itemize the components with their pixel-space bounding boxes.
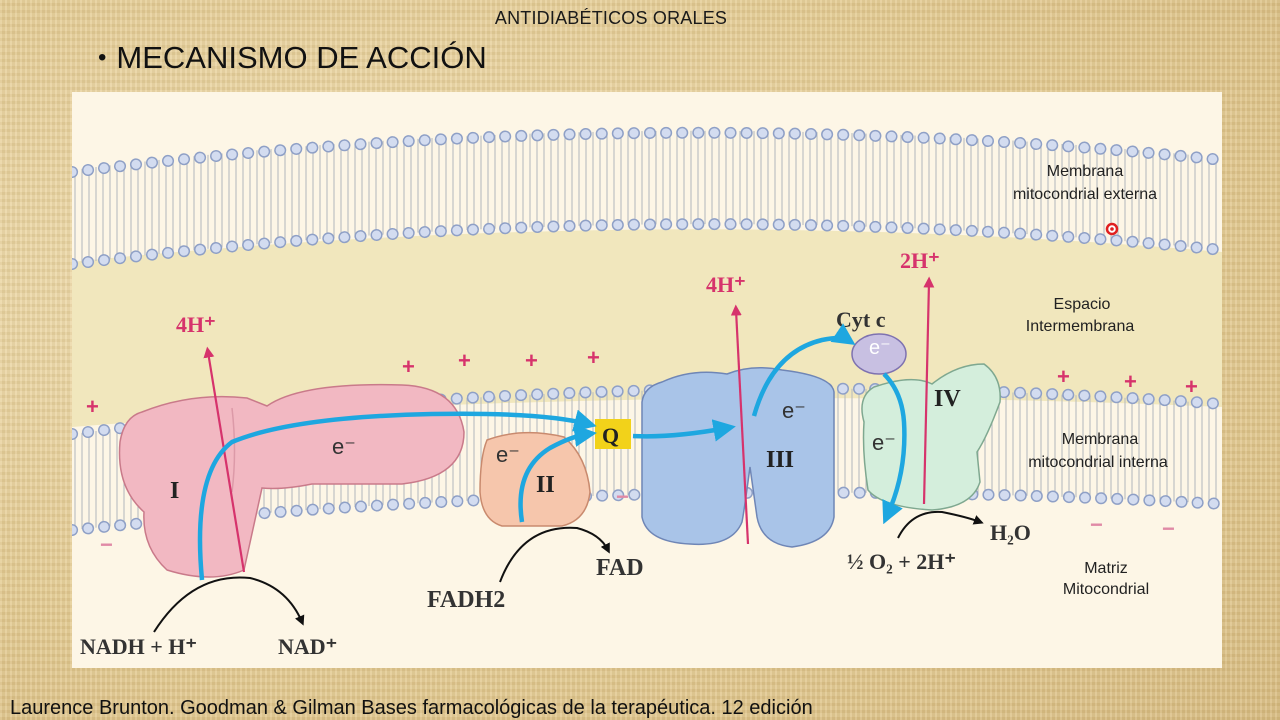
complex-IV-label: IV (934, 386, 961, 412)
oxygen-label: ½ O₂ + 2H⁺ (847, 549, 956, 574)
plus-charge: + (1124, 369, 1137, 394)
electron-label-3: e⁻ (782, 398, 806, 423)
plus-charge: + (1185, 374, 1198, 399)
bullet-text: MECANISMO DE ACCIÓN (116, 40, 487, 75)
minus-charge: − (1162, 516, 1175, 541)
plus-charge: + (587, 345, 600, 370)
water-label: H₂O (990, 520, 1031, 545)
electron-label-1: e⁻ (332, 434, 356, 459)
ubiquinone-box (595, 419, 631, 449)
plus-charge: + (402, 354, 415, 379)
proton-label-complex-I: 4H⁺ (176, 312, 216, 337)
plus-charge: + (86, 394, 99, 419)
intermembrane-label-1: Espacio (1054, 296, 1111, 313)
slide-title: ANTIDIABÉTICOS ORALES (494, 8, 728, 28)
complex-II-label: II (536, 472, 555, 498)
proton-arrow-complex-IV (922, 276, 935, 505)
electron-label-5: e⁻ (872, 430, 896, 455)
matrix-label-2: Mitocondrial (1063, 581, 1149, 598)
cytochrome-c-label: Cyt c (836, 307, 886, 332)
bullet-dot-icon: • (98, 44, 107, 71)
inner-membrane-label-1: Membrana (1062, 431, 1139, 448)
reaction-arc-nadh (153, 576, 305, 633)
intermembrane-region (72, 229, 1222, 427)
electron-path-Q-to-III (632, 419, 736, 442)
plus-charge: + (525, 348, 538, 373)
complex-II (479, 431, 591, 527)
proton-label-complex-IV: 2H⁺ (900, 248, 940, 273)
reaction-arc-oxygen (897, 510, 984, 539)
electron-label-2: e⁻ (496, 442, 520, 467)
minus-charge: − (100, 532, 113, 557)
inner-membrane-label-2: mitocondrial interna (1028, 454, 1168, 471)
complex-I-label: I (170, 478, 179, 504)
reaction-arc-fadh2 (499, 526, 610, 583)
bullet-heading: • MECANISMO DE ACCIÓN (98, 40, 487, 76)
complex-III-label: III (766, 447, 794, 473)
plus-charge: + (458, 348, 471, 373)
outer-membrane-label-1: Membrana (1047, 163, 1124, 180)
minus-charge: − (616, 484, 629, 509)
electron-transport-figure: I II III IV Cyt c Q 4H⁺ 4H⁺ 2H⁺ e⁻ e⁻ e⁻… (72, 92, 1222, 668)
electron-label-4: e⁻ (869, 337, 891, 359)
nad-label: NAD⁺ (278, 634, 337, 659)
electron-path-cytc-to-IV (882, 372, 907, 525)
outer-membrane-label-2: mitocondrial externa (1013, 186, 1157, 203)
outer-membrane (72, 126, 1222, 270)
electron-path-I-to-Q (197, 409, 597, 581)
fad-label: FAD (596, 555, 644, 581)
minus-charge: − (1090, 512, 1103, 537)
complex-III (641, 367, 835, 548)
cytochrome-c (851, 333, 907, 375)
pointer-dot-center (1110, 227, 1114, 231)
proton-arrow-complex-III (730, 304, 750, 545)
electron-path-III-to-cytc (751, 323, 856, 417)
matrix-label-1: Matriz (1084, 560, 1128, 577)
complex-I (118, 383, 465, 578)
proton-label-complex-III: 4H⁺ (706, 272, 746, 297)
nadh-label: NADH + H⁺ (80, 634, 197, 659)
intermembrane-label-2: Intermembrana (1026, 318, 1135, 335)
proton-arrow-complex-I (203, 346, 246, 573)
electron-path-II-to-Q (518, 424, 597, 523)
ubiquinone-label: Q (602, 423, 619, 448)
complex-IV (861, 363, 1001, 511)
citation: Laurence Brunton. Goodman & Gilman Bases… (10, 697, 813, 719)
fadh2-label: FADH2 (427, 587, 505, 613)
plus-charge: + (1057, 364, 1070, 389)
